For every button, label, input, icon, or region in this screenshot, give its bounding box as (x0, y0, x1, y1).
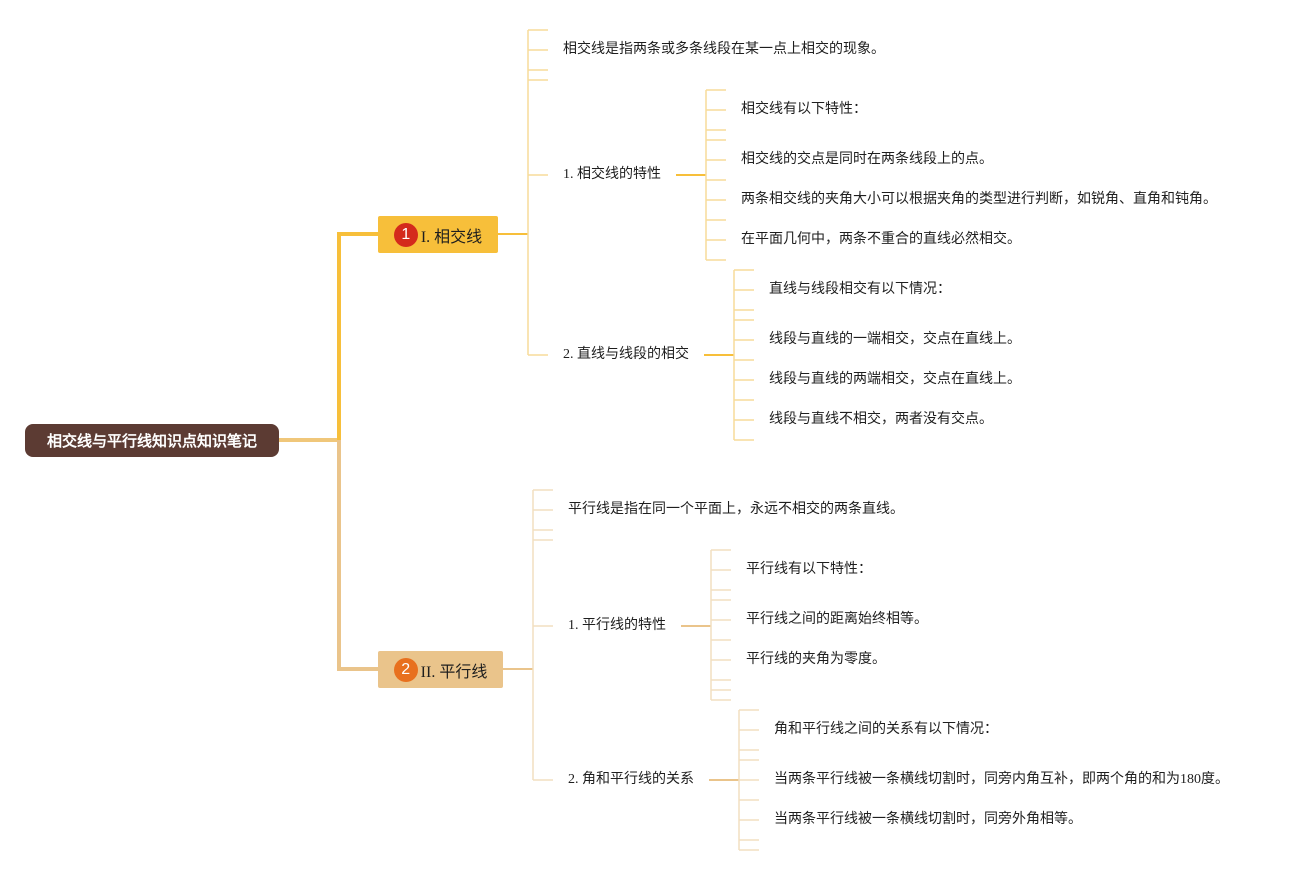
subtopic-node[interactable]: 2. 角和平行线的关系 (568, 772, 694, 787)
connector-root-branch2 (337, 440, 378, 671)
leaf-item[interactable]: 两条相交线的夹角大小可以根据夹角的类型进行判断，如锐角、直角和钝角。 (741, 192, 1217, 207)
leaf-item[interactable]: 角和平行线之间的关系有以下情况： (774, 722, 998, 737)
leaf-item[interactable]: 在平面几何中，两条不重合的直线必然相交。 (741, 232, 1021, 247)
subtopic-node[interactable]: 1. 平行线的特性 (568, 618, 666, 633)
leaf-item[interactable]: 当两条平行线被一条横线切割时，同旁外角相等。 (774, 812, 1082, 827)
leaf-item[interactable]: 线段与直线的一端相交，交点在直线上。 (769, 332, 1021, 347)
subtopic-node[interactable]: 2. 直线与线段的相交 (563, 347, 689, 362)
leaf-item[interactable]: 线段与直线不相交，两者没有交点。 (769, 412, 993, 427)
connector-root-branch1 (337, 232, 378, 440)
leaf-item[interactable]: 线段与直线的两端相交，交点在直线上。 (769, 372, 1021, 387)
leaf-item[interactable]: 相交线有以下特性： (741, 102, 867, 117)
topic-intro[interactable]: 平行线是指在同一个平面上，永远不相交的两条直线。 (568, 502, 904, 517)
leaf-item[interactable]: 直线与线段相交有以下情况： (769, 282, 951, 297)
topic-intro[interactable]: 相交线是指两条或多条线段在某一点上相交的现象。 (563, 42, 885, 57)
leaf-item[interactable]: 当两条平行线被一条横线切割时，同旁内角互补，即两个角的和为180度。 (774, 772, 1229, 787)
root-label: 相交线与平行线知识点知识笔记 (46, 434, 257, 450)
leaf-item[interactable]: 相交线的交点是同时在两条线段上的点。 (741, 152, 993, 167)
leaf-item[interactable]: 平行线有以下特性： (746, 562, 872, 577)
branch-label: I. 相交线 (420, 228, 483, 246)
leaf-item[interactable]: 平行线的夹角为零度。 (746, 652, 886, 667)
branch-node-intersecting-lines[interactable]: 1 I. 相交线 (378, 216, 498, 253)
branch-node-parallel-lines[interactable]: 2 II. 平行线 (378, 651, 503, 688)
leaf-item[interactable]: 平行线之间的距离始终相等。 (746, 612, 928, 627)
number-badge-icon: 1 (393, 222, 418, 247)
root-node[interactable]: 相交线与平行线知识点知识笔记 (25, 424, 279, 457)
branch-label: II. 平行线 (420, 663, 488, 681)
subtopic-node[interactable]: 1. 相交线的特性 (563, 167, 661, 182)
number-badge-icon: 2 (393, 657, 418, 682)
